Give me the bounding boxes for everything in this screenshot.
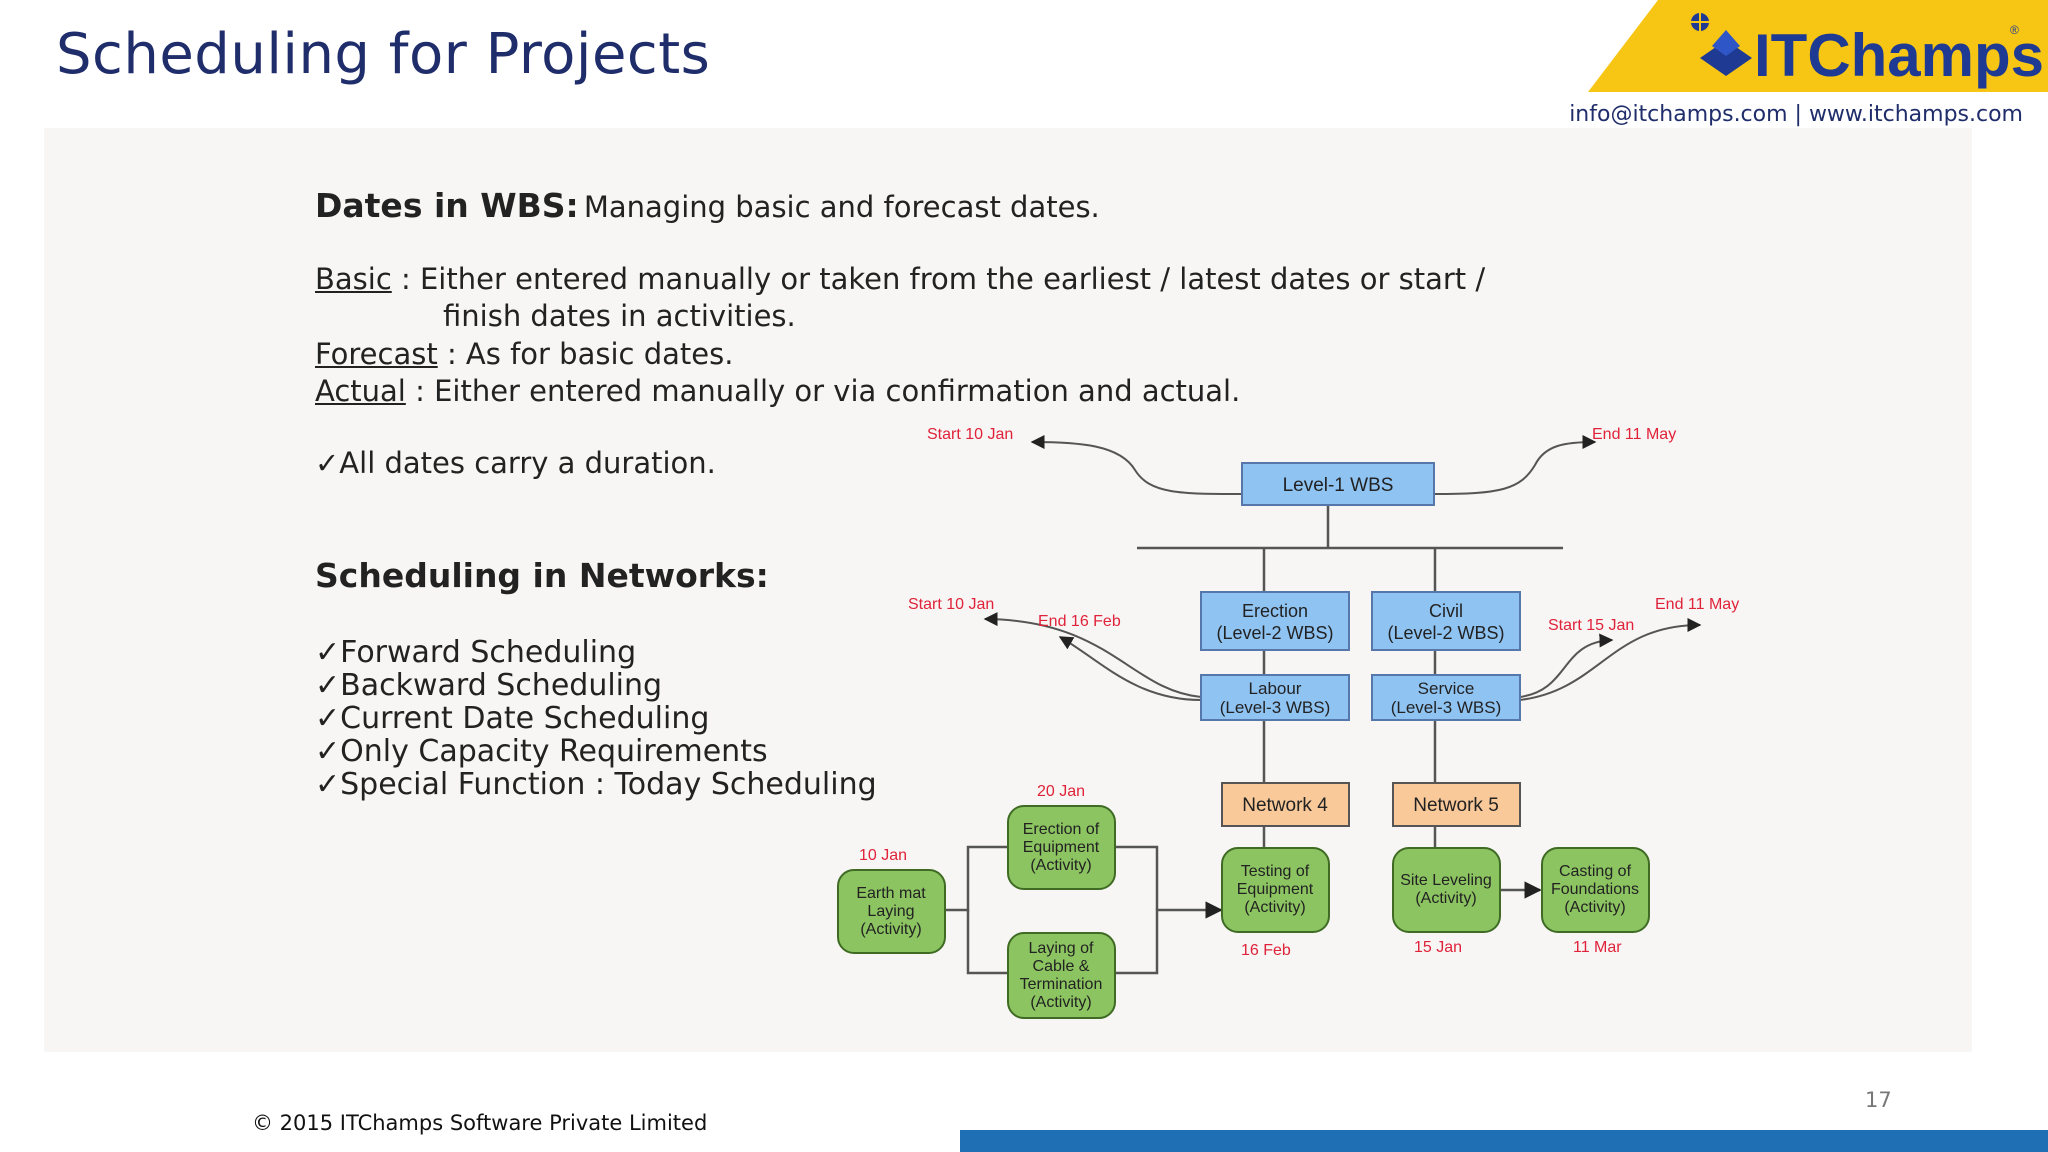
activity-line: (Activity) (1564, 899, 1625, 916)
labour-wbs-box: Labour (Level-3 WBS) (1200, 674, 1350, 721)
dates-heading: Dates in WBS: (315, 186, 579, 225)
network-5-label: Network 5 (1413, 795, 1499, 816)
activity-line: Site Leveling (1400, 872, 1492, 889)
connector (1433, 435, 1597, 495)
connector (1115, 901, 1223, 975)
basic-label: Basic (315, 262, 392, 296)
network-4-label: Network 4 (1242, 795, 1328, 816)
basic-text: : Either entered manually or taken from … (401, 262, 1486, 296)
activity-line: Equipment (1023, 839, 1100, 856)
activity-testing-of-equipment: Testing of Equipment (Activity) (1221, 847, 1330, 933)
duration-note: ✓All dates carry a duration. (315, 446, 716, 480)
activity-casting-of-foundations: Casting of Foundations (Activity) (1541, 847, 1650, 933)
network-4-box: Network 4 (1221, 782, 1350, 827)
activity-line: Laying (867, 903, 914, 920)
date-label: 11 Mar (1573, 939, 1622, 956)
date-label: Start 10 Jan (927, 426, 1013, 443)
connector (1058, 636, 1202, 701)
logo-pyramid-icon (1691, 13, 1752, 76)
connector (1519, 633, 1614, 698)
date-label: 16 Feb (1241, 942, 1291, 959)
date-connectors (983, 435, 1702, 701)
networks-heading: Scheduling in Networks: (315, 556, 769, 595)
date-label: End 16 Feb (1038, 613, 1121, 630)
connector (1519, 618, 1702, 701)
actual-line: Actual : Either entered manually or via … (315, 374, 1240, 408)
footer-accent-bar (960, 1130, 2048, 1152)
erection-wbs-label: Erection (1242, 601, 1308, 621)
civil-wbs-label: Civil (1429, 601, 1463, 621)
dates-heading-row: Dates in WBS: Managing basic and forecas… (315, 186, 1100, 225)
forecast-text: : As for basic dates. (446, 337, 734, 371)
itchamps-logo: ITChamps ® (1588, 0, 2048, 92)
forecast-label: Forecast (315, 337, 438, 371)
activity-line: Casting of (1559, 863, 1632, 880)
activity-line: (Activity) (1415, 890, 1476, 907)
network-bullet: ✓Forward Scheduling (315, 635, 637, 670)
connector (945, 845, 1008, 912)
activity-laying-of-cable: Laying of Cable & Termination (Activity) (1007, 932, 1116, 1019)
activity-line: Testing of (1241, 863, 1310, 880)
contact-info: info@itchamps.com | www.itchamps.com (1569, 102, 2023, 127)
service-wbs-label: Service (1418, 679, 1475, 698)
actual-text: : Either entered manually or via confirm… (415, 374, 1241, 408)
erection-wbs-box: Erection (Level-2 WBS) (1200, 591, 1350, 651)
network-bullet: ✓Special Function : Today Scheduling (315, 767, 877, 802)
connector (983, 612, 1202, 698)
date-labels: Start 10 Jan End 11 May Start 10 Jan End… (859, 426, 1739, 959)
activity-line: Cable & (1033, 958, 1090, 975)
activity-line: Termination (1020, 976, 1103, 993)
connector (1115, 845, 1159, 910)
date-label: 20 Jan (1037, 783, 1085, 800)
date-label: 10 Jan (859, 847, 907, 864)
network-bullet: ✓Current Date Scheduling (315, 701, 710, 736)
level1-wbs-box: Level-1 WBS (1241, 462, 1435, 506)
activity-earth-mat-laying: Earth mat Laying (Activity) (837, 869, 946, 954)
activity-line: (Activity) (1030, 857, 1091, 874)
activity-line: Equipment (1237, 881, 1314, 898)
date-label: End 11 May (1655, 596, 1739, 613)
service-wbs-box: Service (Level-3 WBS) (1371, 674, 1521, 721)
network-bullet-list: ✓Forward Scheduling ✓Backward Scheduling… (315, 636, 877, 801)
basic-text-continued: finish dates in activities. (443, 299, 796, 333)
logo-registered-mark: ® (2010, 23, 2019, 37)
erection-wbs-level: (Level-2 WBS) (1216, 623, 1333, 643)
activity-erection-of-equipment: Erection of Equipment (Activity) (1007, 805, 1116, 890)
copyright-footer: © 2015 ITChamps Software Private Limited (252, 1111, 708, 1135)
slide-title: Scheduling for Projects (56, 22, 711, 87)
forecast-line: Forecast : As for basic dates. (315, 337, 733, 371)
activity-line: Laying of (1029, 940, 1094, 957)
connector (966, 910, 1008, 975)
network-bullet: ✓Only Capacity Requirements (315, 734, 768, 769)
network-bullet: ✓Backward Scheduling (315, 668, 663, 703)
network-5-box: Network 5 (1392, 782, 1521, 827)
date-label: Start 10 Jan (908, 596, 994, 613)
slide-content-panel: Dates in WBS: Managing basic and forecas… (44, 128, 1972, 1052)
service-wbs-level: (Level-3 WBS) (1391, 698, 1502, 717)
labour-wbs-label: Labour (1249, 679, 1302, 698)
logo-text: ITChamps (1754, 22, 2044, 89)
activity-line: (Activity) (860, 921, 921, 938)
actual-label: Actual (315, 374, 406, 408)
date-label: 15 Jan (1414, 939, 1462, 956)
diagram-connectors (945, 505, 1563, 975)
level1-wbs-label: Level-1 WBS (1283, 475, 1394, 496)
activity-line: (Activity) (1244, 899, 1305, 916)
civil-wbs-level: (Level-2 WBS) (1387, 623, 1504, 643)
basic-line: Basic : Either entered manually or taken… (315, 262, 1485, 296)
activity-line: Foundations (1551, 881, 1639, 898)
labour-wbs-level: (Level-3 WBS) (1220, 698, 1331, 717)
page-number: 17 (1865, 1088, 1892, 1112)
civil-wbs-box: Civil (Level-2 WBS) (1371, 591, 1521, 651)
date-label: Start 15 Jan (1548, 617, 1634, 634)
date-label: End 11 May (1592, 426, 1676, 443)
activity-site-leveling: Site Leveling (Activity) (1392, 847, 1501, 933)
dates-subheading: Managing basic and forecast dates. (583, 190, 1100, 224)
activity-line: (Activity) (1030, 994, 1091, 1011)
activity-line: Earth mat (856, 885, 926, 902)
activity-line: Erection of (1023, 821, 1100, 838)
connector (1030, 435, 1243, 495)
